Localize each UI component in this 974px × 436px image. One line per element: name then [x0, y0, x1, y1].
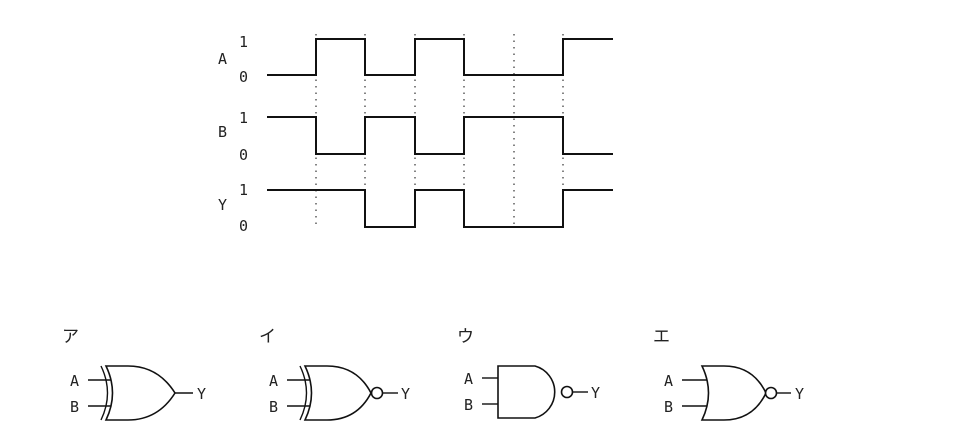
- option-d-input-a-label: A: [664, 372, 673, 390]
- option-b-input-b-label: B: [269, 398, 278, 416]
- option-d-inversion-bubble: [764, 386, 778, 400]
- option-b-inversion-bubble: [370, 386, 384, 400]
- option-a-xor[interactable]: ア A B Y: [62, 327, 206, 421]
- option-d-label: エ: [653, 327, 670, 347]
- option-b-output-label: Y: [401, 385, 410, 403]
- timing-chart: A 1 0 B 1 0 Y 1 0: [218, 33, 613, 235]
- option-d-input-b-label: B: [664, 398, 673, 416]
- signal-b-level-high: 1: [239, 109, 248, 127]
- signal-b: B 1 0: [218, 109, 613, 164]
- xor-gate-icon: [104, 365, 176, 421]
- signal-y-level-high: 1: [239, 181, 248, 199]
- option-b-label: イ: [259, 327, 276, 347]
- signal-a-level-high: 1: [239, 33, 248, 51]
- signal-y: Y 1 0: [218, 181, 613, 235]
- xnor-gate-icon: [303, 365, 372, 421]
- signal-a-level-low: 0: [239, 68, 248, 86]
- option-c-inversion-bubble: [560, 385, 574, 399]
- option-d-nor[interactable]: エ A B Y: [653, 327, 804, 421]
- nor-gate-icon: [700, 365, 767, 421]
- option-b-xnor[interactable]: イ A B Y: [259, 327, 410, 421]
- option-c-input-b-label: B: [464, 396, 473, 414]
- option-b-input-a-label: A: [269, 372, 278, 390]
- option-a-input-b-label: B: [70, 398, 79, 416]
- nand-gate-icon: [497, 365, 556, 419]
- signal-b-level-low: 0: [239, 146, 248, 164]
- option-d-output-label: Y: [795, 385, 804, 403]
- signal-a-waveform: [267, 38, 613, 76]
- signal-y-name: Y: [218, 196, 227, 214]
- option-c-output-label: Y: [591, 384, 600, 402]
- signal-a-name: A: [218, 50, 227, 68]
- option-b-xor-arc: [299, 365, 308, 421]
- signal-b-name: B: [218, 123, 227, 141]
- option-a-input-a-label: A: [70, 372, 79, 390]
- option-c-input-a-label: A: [464, 370, 473, 388]
- time-guides: [315, 34, 564, 228]
- option-a-label: ア: [62, 327, 79, 347]
- signal-y-waveform: [267, 189, 613, 228]
- option-a-xor-arc: [100, 365, 109, 421]
- option-c-nand[interactable]: ウ A B Y: [457, 327, 600, 419]
- option-c-label: ウ: [457, 327, 474, 347]
- option-a-output-label: Y: [197, 385, 206, 403]
- signal-a: A 1 0: [218, 33, 613, 86]
- signal-b-waveform: [267, 116, 613, 155]
- signal-y-level-low: 0: [239, 217, 248, 235]
